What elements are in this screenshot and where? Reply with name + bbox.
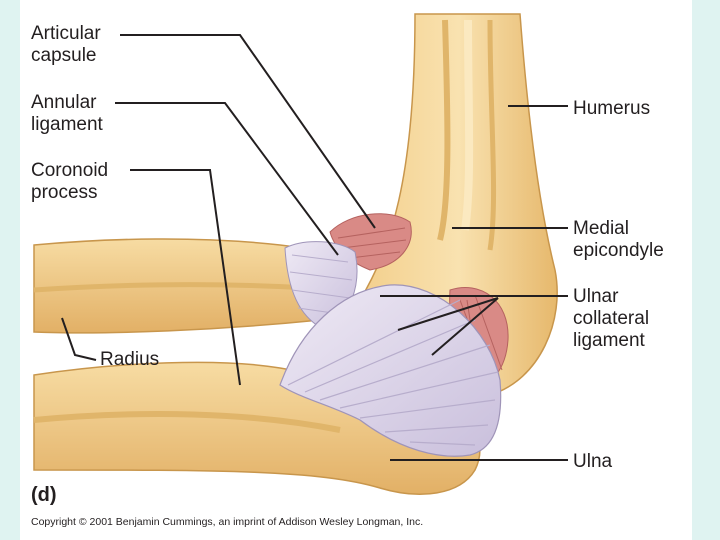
copyright-notice: Copyright © 2001 Benjamin Cummings, an i… xyxy=(31,516,424,528)
label-line: ligament xyxy=(573,330,645,351)
label-annular-ligament: Annular ligament xyxy=(31,92,103,136)
label-radius: Radius xyxy=(100,349,160,370)
label-line: capsule xyxy=(31,45,97,66)
ulnar-collateral-ligament-band xyxy=(279,284,502,457)
label-line: process xyxy=(31,182,98,203)
label-ulnar-collateral-ligament: Ulnar collateral ligament xyxy=(573,286,649,352)
label-line: epicondyle xyxy=(573,240,664,261)
label-line: ligament xyxy=(31,114,103,135)
label-articular-capsule: Articular capsule xyxy=(31,23,101,67)
label-humerus: Humerus xyxy=(573,98,651,119)
panel-letter: (d) xyxy=(31,484,57,506)
label-coronoid-process: Coronoid process xyxy=(31,160,108,204)
anatomy-figure-panel: Articular capsule Annular ligament Coron… xyxy=(20,0,692,540)
label-line: Articular xyxy=(31,23,101,44)
label-line: collateral xyxy=(573,308,650,329)
label-line: Annular xyxy=(31,92,97,113)
label-ulna: Ulna xyxy=(573,451,613,472)
label-line: Medial xyxy=(573,218,629,239)
leader-lines xyxy=(61,34,568,461)
label-medial-epicondyle: Medial epicondyle xyxy=(573,218,664,262)
elbow-joint-illustration xyxy=(33,13,568,495)
label-line: Ulnar xyxy=(573,286,619,307)
label-line: Coronoid xyxy=(31,160,109,181)
